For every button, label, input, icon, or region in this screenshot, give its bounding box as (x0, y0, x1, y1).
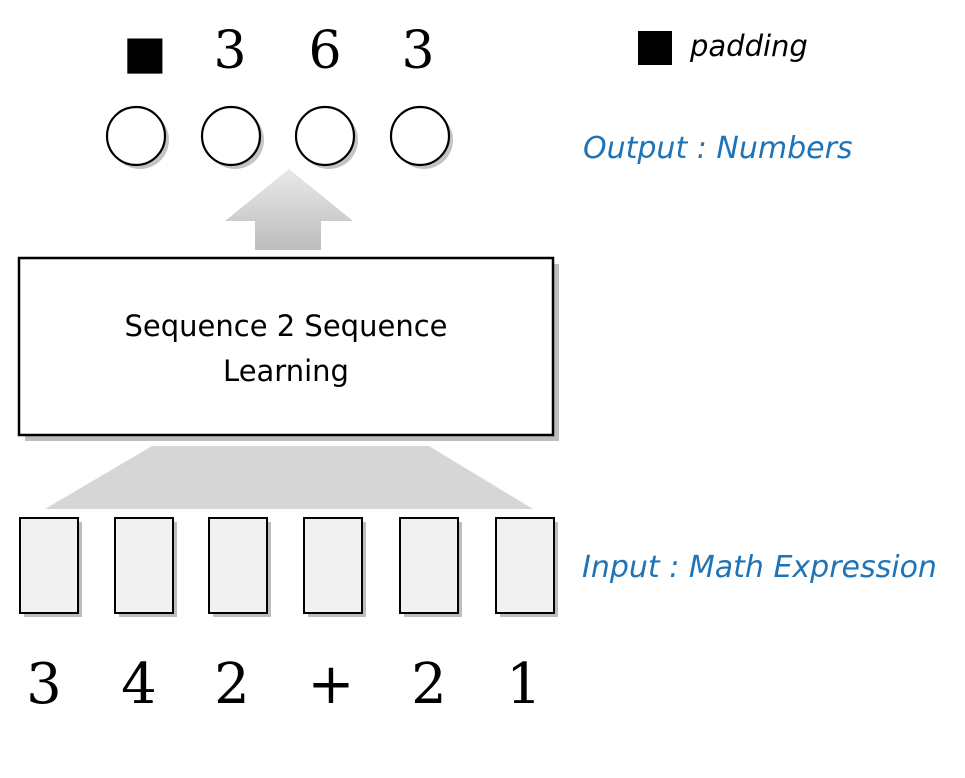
output-node (105, 105, 167, 167)
input-token: 2 (411, 652, 447, 717)
funnel-connector (45, 446, 533, 509)
input-tokens: 3 4 2 + 2 1 (26, 652, 542, 717)
output-node (389, 105, 451, 167)
output-label: Output : Numbers (583, 131, 853, 166)
input-cell (208, 517, 268, 614)
input-token-operator: + (308, 652, 355, 717)
input-token: 3 (26, 652, 62, 717)
output-nodes (105, 105, 453, 169)
input-cell (114, 517, 174, 614)
input-label: Input : Math Expression (582, 550, 937, 585)
legend: padding (638, 29, 808, 65)
output-token: 3 (213, 21, 246, 81)
legend-padding-text: padding (689, 29, 808, 63)
input-cells (19, 517, 558, 617)
input-cell (495, 517, 555, 614)
input-cell (399, 517, 459, 614)
output-tokens: ■ 3 6 3 (123, 21, 434, 81)
input-cell (19, 517, 79, 614)
padding-legend-icon (638, 31, 672, 65)
up-arrow-icon (225, 169, 353, 250)
model-title-line2: Learning (223, 354, 349, 388)
input-token: 4 (121, 652, 157, 717)
output-token-padding: ■ (123, 25, 166, 79)
input-cell (303, 517, 363, 614)
input-token: 1 (506, 652, 542, 717)
model-box-frame (17, 256, 555, 437)
output-token: 6 (308, 21, 341, 81)
output-token: 3 (401, 21, 434, 81)
model-title-line1: Sequence 2 Sequence (125, 309, 448, 343)
output-node (200, 105, 262, 167)
output-node (294, 105, 356, 167)
model-box: Sequence 2 Sequence Learning (17, 256, 559, 441)
input-token: 2 (214, 652, 250, 717)
